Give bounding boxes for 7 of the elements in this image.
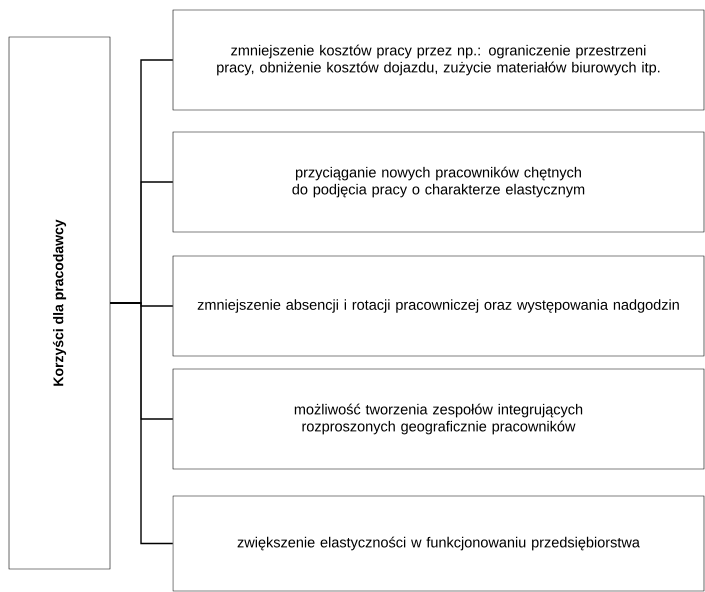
benefit-box: zmniejszenie kosztów pracy przez np.: ograniczenie przestrzeni pracy, obniżenie kosztów dojazdu, zużycie materiałów biurowych itp. <box>172 10 704 110</box>
connector-line <box>110 302 173 544</box>
title-box: Korzyści dla pracodawcy <box>8 36 110 570</box>
benefit-box: zmniejszenie absencji i rotacji pracowniczej oraz występowania nadgodzin <box>172 256 704 356</box>
benefit-box: możliwość tworzenia zespołów integrujących rozproszonych geograficznie pracowników <box>172 368 704 470</box>
benefit-box: zwiększenie elastyczności w funkcjonowaniu przedsiębiorstwa <box>172 496 704 592</box>
benefit-box: przyciąganie nowych pracowników chętnych do podjęcia pracy o charakterze elastycznym <box>172 132 704 232</box>
